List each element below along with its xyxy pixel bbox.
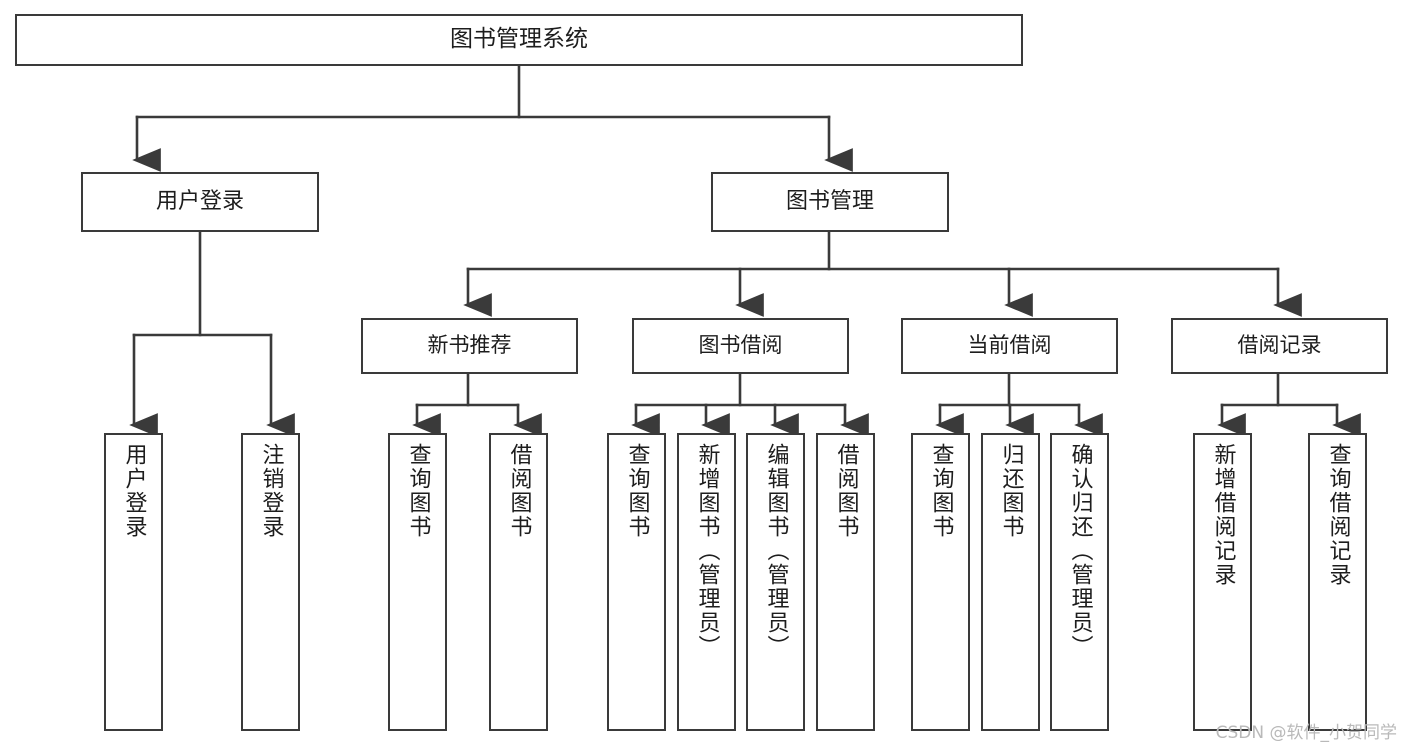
node-book-manage[interactable]: 图书管理 <box>711 172 949 232</box>
node-leaf-br-search-record-label: 查询借阅记录 <box>1325 443 1351 587</box>
node-leaf-bb-search-book[interactable]: 查询图书 <box>607 433 666 731</box>
node-leaf-logout-label: 注销登录 <box>258 443 284 539</box>
node-leaf-user-login[interactable]: 用户登录 <box>104 433 163 731</box>
node-borrow-record[interactable]: 借阅记录 <box>1171 318 1388 374</box>
node-leaf-bb-search-book-label: 查询图书 <box>624 443 650 539</box>
node-book-borrow-label: 图书借阅 <box>698 333 783 358</box>
node-leaf-nb-borrow-book[interactable]: 借阅图书 <box>489 433 548 731</box>
node-leaf-nb-search-book[interactable]: 查询图书 <box>388 433 447 731</box>
watermark: CSDN @软件_小贺同学 <box>1215 723 1397 743</box>
node-book-borrow[interactable]: 图书借阅 <box>632 318 849 374</box>
node-leaf-cb-search-book-label: 查询图书 <box>928 443 954 539</box>
node-current-borrow[interactable]: 当前借阅 <box>901 318 1118 374</box>
node-book-manage-label: 图书管理 <box>785 188 874 214</box>
node-leaf-cb-search-book[interactable]: 查询图书 <box>911 433 970 731</box>
node-leaf-cb-return-book-label: 归还图书 <box>998 443 1024 539</box>
node-leaf-cb-confirm-return[interactable]: 确认归还（管理员） <box>1050 433 1109 731</box>
node-leaf-nb-borrow-book-label: 借阅图书 <box>506 443 532 539</box>
node-leaf-user-login-label: 用户登录 <box>121 443 147 539</box>
node-user-login[interactable]: 用户登录 <box>81 172 319 232</box>
node-user-login-label: 用户登录 <box>155 188 244 214</box>
node-leaf-bb-add-book[interactable]: 新增图书（管理员） <box>677 433 736 731</box>
node-new-book-recommend-label: 新书推荐 <box>427 333 512 358</box>
node-leaf-br-search-record[interactable]: 查询借阅记录 <box>1308 433 1367 731</box>
node-leaf-bb-edit-book[interactable]: 编辑图书（管理员） <box>746 433 805 731</box>
node-leaf-cb-confirm-return-label: 确认归还（管理员） <box>1067 443 1093 659</box>
node-leaf-bb-add-book-label: 新增图书（管理员） <box>694 443 720 659</box>
node-leaf-bb-edit-book-label: 编辑图书（管理员） <box>763 443 789 659</box>
node-new-book-recommend[interactable]: 新书推荐 <box>361 318 578 374</box>
node-root[interactable]: 图书管理系统 <box>15 14 1023 66</box>
node-leaf-logout[interactable]: 注销登录 <box>241 433 300 731</box>
node-root-label: 图书管理系统 <box>450 26 588 53</box>
node-leaf-bb-borrow-book[interactable]: 借阅图书 <box>816 433 875 731</box>
node-borrow-record-label: 借阅记录 <box>1237 333 1322 358</box>
node-leaf-nb-search-book-label: 查询图书 <box>405 443 431 539</box>
node-leaf-br-add-record-label: 新增借阅记录 <box>1210 443 1236 587</box>
node-leaf-cb-return-book[interactable]: 归还图书 <box>981 433 1040 731</box>
node-leaf-br-add-record[interactable]: 新增借阅记录 <box>1193 433 1252 731</box>
node-current-borrow-label: 当前借阅 <box>967 333 1052 358</box>
node-leaf-bb-borrow-book-label: 借阅图书 <box>833 443 859 539</box>
